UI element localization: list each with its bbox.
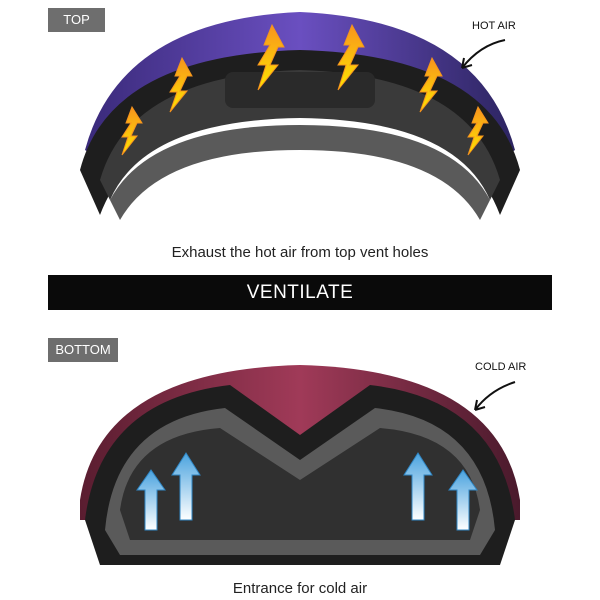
top-label: TOP: [48, 8, 105, 32]
top-caption: Exhaust the hot air from top vent holes: [171, 244, 429, 261]
hot-air-pointer-icon: [461, 39, 506, 69]
hot-air-callout: HOT AIR: [472, 20, 516, 32]
bottom-caption: Entrance for cold air: [232, 580, 368, 597]
bottom-label: BOTTOM: [48, 338, 118, 362]
hot-air-arrows: [121, 23, 489, 156]
bottom-goggles-image: [80, 365, 520, 565]
cold-air-pointer-icon: [474, 381, 516, 411]
ventilate-banner: VENTILATE: [48, 275, 552, 310]
cold-air-arrows: [136, 452, 478, 531]
top-goggles-image: [80, 12, 520, 220]
cold-air-callout: COLD AIR: [475, 361, 527, 373]
